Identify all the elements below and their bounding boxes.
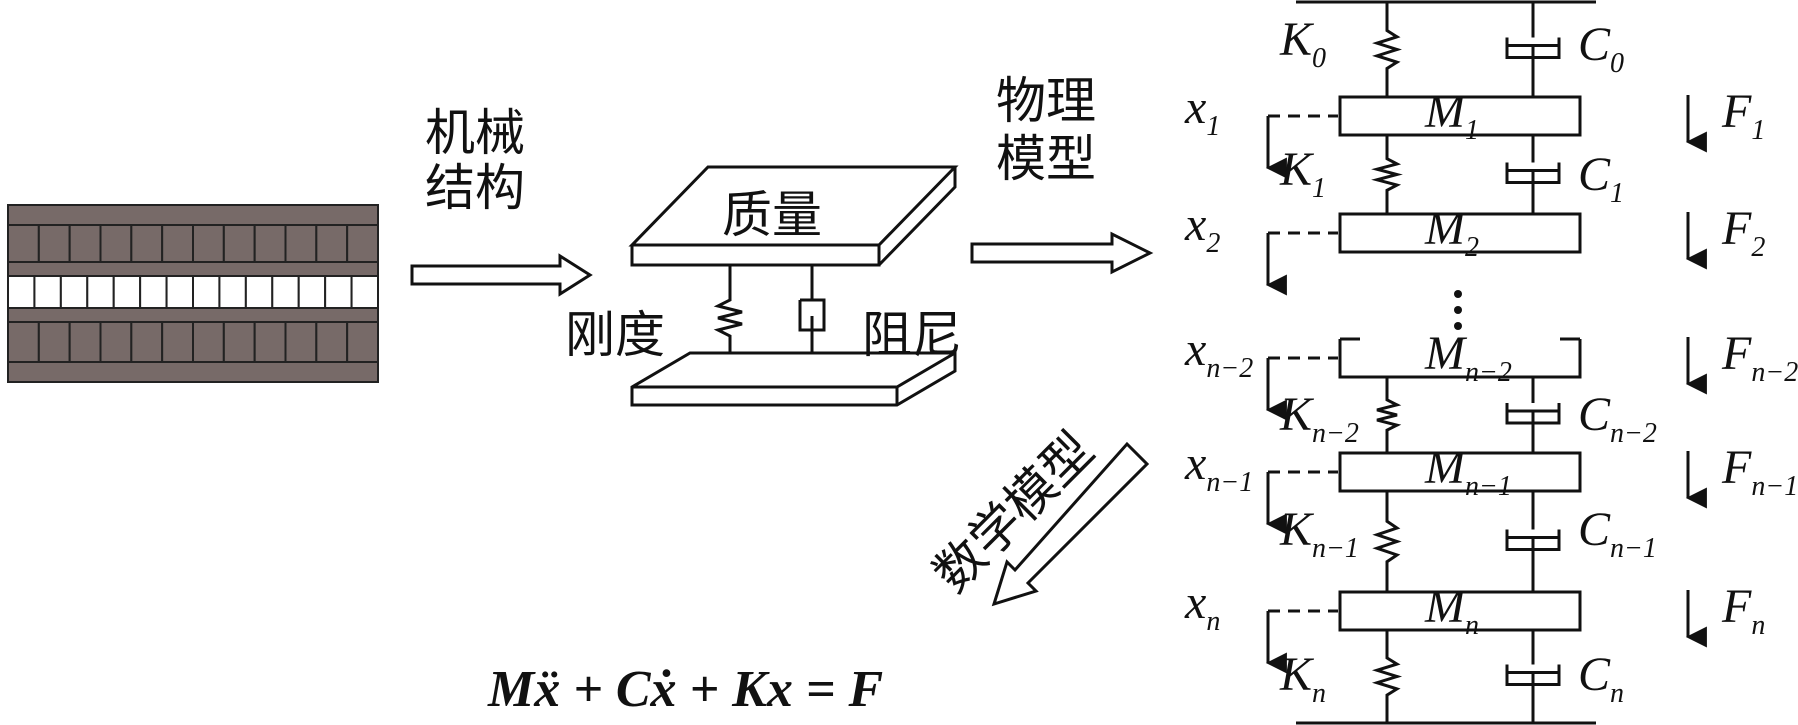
physical-model bbox=[1265, 0, 1707, 725]
stiffness-label-1: K1 bbox=[1279, 143, 1326, 204]
label-math-model: 数学模型 bbox=[922, 421, 1104, 603]
damping-label-1: C1 bbox=[1578, 148, 1624, 209]
damping-label-2: Cn−2 bbox=[1578, 388, 1657, 449]
force-label-4: Fn bbox=[1721, 580, 1765, 641]
arrow-to-physical-model bbox=[970, 231, 1154, 275]
arrow-mech-to-mass bbox=[410, 253, 593, 297]
stiffness-label-2: Kn−2 bbox=[1279, 388, 1359, 449]
mass-label-2: Mn−2 bbox=[1424, 327, 1512, 388]
displacement-label-4: xn bbox=[1184, 576, 1220, 637]
stiffness-label-0: K0 bbox=[1279, 13, 1326, 74]
damping-label-3: Cn−1 bbox=[1578, 503, 1657, 564]
arrow-to-math-model bbox=[991, 441, 1150, 607]
label-phys-1: 物理 bbox=[996, 72, 1096, 130]
equation: Mẍ + Cẋ + Kx = F bbox=[487, 661, 883, 718]
mass-label-4: Mn bbox=[1424, 580, 1479, 641]
stiffness-label-3: Kn−1 bbox=[1279, 503, 1359, 564]
damping-label-0: C0 bbox=[1578, 18, 1624, 79]
displacement-label-2: xn−2 bbox=[1184, 323, 1253, 384]
force-label-0: F1 bbox=[1721, 85, 1765, 146]
label-stiffness: 刚度 bbox=[565, 306, 665, 364]
mass-label-0: M1 bbox=[1424, 85, 1479, 146]
mass-label-3: Mn−1 bbox=[1424, 441, 1512, 502]
label-damping: 阻尼 bbox=[862, 306, 962, 364]
damping-label-4: Cn bbox=[1578, 648, 1624, 709]
force-label-1: F2 bbox=[1721, 202, 1765, 263]
displacement-label-3: xn−1 bbox=[1184, 437, 1253, 498]
label-phys-2: 模型 bbox=[996, 130, 1096, 188]
mechanical-structure-image bbox=[7, 204, 380, 383]
label-mech-1: 机械 bbox=[425, 104, 525, 162]
stiffness-label-4: Kn bbox=[1279, 648, 1326, 709]
displacement-label-1: x2 bbox=[1184, 198, 1220, 259]
label-mech-2: 结构 bbox=[425, 159, 525, 217]
mass-label-1: M2 bbox=[1424, 202, 1479, 263]
displacement-label-0: x1 bbox=[1184, 81, 1220, 142]
force-label-2: Fn−2 bbox=[1721, 327, 1798, 388]
mass-sketch bbox=[628, 165, 959, 407]
label-mass: 质量 bbox=[722, 186, 822, 244]
force-label-3: Fn−1 bbox=[1721, 441, 1798, 502]
